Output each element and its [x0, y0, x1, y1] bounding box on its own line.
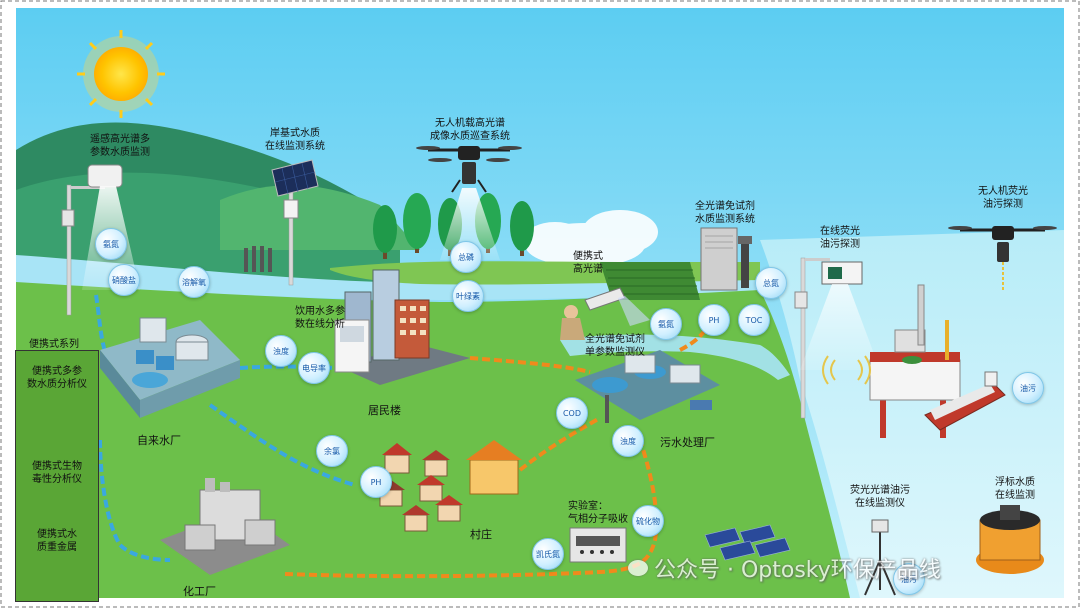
param-oil-coast-bubble: 油污	[893, 563, 925, 595]
full-spectrum-single-caption: 全光谱免试剂 单参数监测仪	[585, 334, 645, 358]
param-chlorophyll-bubble: 叶绿素	[452, 280, 484, 312]
chemical-plant	[160, 478, 290, 575]
sewage-plant-label: 污水处理厂	[660, 436, 715, 449]
param-oil-sea-bubble: 油污	[1012, 372, 1044, 404]
param-turbidity2-bubble: 浊度	[612, 425, 644, 457]
param-kjeldahl-bubble: 凯氏氮	[532, 538, 564, 570]
residential-label: 居民楼	[368, 404, 401, 417]
param-cod-bubble: COD	[556, 397, 588, 429]
coastal-monitoring-pole	[794, 257, 880, 419]
portable-toxicity-label: 便携式生物 毒性分析仪	[32, 461, 82, 485]
village-label: 村庄	[470, 528, 492, 541]
uav-hyperspectral-caption: 无人机载高光谱 成像水质巡查系统	[430, 118, 510, 142]
param-ph-village-bubble: PH	[360, 466, 392, 498]
solar-station	[244, 159, 319, 286]
param-sulfide-bubble: 硫化物	[632, 505, 664, 537]
lab-instrument	[569, 527, 627, 563]
crop-field	[600, 262, 700, 300]
param-ammonia-bubble: 氨氮	[95, 228, 127, 260]
waterworks-label: 自来水厂	[137, 434, 181, 447]
drinking-water-caption: 饮用水多参 数在线分析	[295, 306, 345, 330]
uav-hyperspectral	[416, 146, 522, 260]
uav-fluorescence-caption: 无人机荧光 油污探测	[978, 186, 1028, 210]
buoy-caption: 浮标水质 在线监测	[995, 477, 1035, 501]
param-turbidity-bubble: 浊度	[265, 335, 297, 367]
uav-fluorescence	[948, 226, 1057, 290]
full-spectrum-system-caption: 全光谱免试剂 水质监测系统	[695, 201, 755, 225]
param-total-nitrogen-bubble: 总氮	[755, 267, 787, 299]
param-conductivity-bubble: 电导率	[298, 352, 330, 384]
param-dissolved-oxygen-bubble: 溶解氧	[178, 266, 210, 298]
solar-farm	[704, 524, 791, 561]
oil-tanker	[924, 371, 1006, 431]
village-houses	[377, 440, 522, 532]
portable-series-label: 便携式系列	[29, 339, 79, 350]
sun	[77, 30, 165, 118]
fluorescence-oil-caption: 荧光光谱油污 在线监测仪	[850, 485, 910, 509]
param-ammonia2-bubble: 氨氮	[650, 308, 682, 340]
param-nitrate-bubble: 硝酸盐	[108, 264, 140, 296]
portable-hyperspectral-user	[560, 287, 650, 340]
portable-multiparameter-label: 便携式多参 数水质分析仪	[27, 366, 87, 390]
watermark-text: 公众号 · Optosky环保产品线	[654, 558, 941, 583]
residential-buildings	[334, 269, 470, 385]
remote-sensing-caption: 遥感高光谱多 参数水质监测	[90, 134, 150, 158]
waterworks-plant	[100, 317, 240, 418]
portable-series-panel	[15, 350, 99, 602]
wechat-icon	[628, 560, 648, 576]
param-toc-bubble: TOC	[738, 304, 770, 336]
param-chlorine-bubble: 余氯	[316, 435, 348, 467]
watermark: 公众号 · Optosky环保产品线	[628, 552, 941, 584]
portable-hyperspectral-caption: 便携式 高光谱	[573, 251, 603, 275]
oil-platform	[869, 284, 961, 438]
lab-gas-caption: 实验室： 气相分子吸收	[568, 501, 628, 525]
param-ph-top-bubble: PH	[698, 304, 730, 336]
param-total-phosphorus-bubble: 总磷	[450, 241, 482, 273]
sewage-treatment-plant	[575, 350, 720, 423]
online-fluorescence-caption: 在线荧光 油污探测	[820, 226, 860, 250]
shore-station-caption: 岸基式水质 在线监测系统	[265, 128, 325, 152]
monitoring-cabinet	[700, 227, 752, 291]
portable-heavy-metal-label: 便携式水 质重金属	[37, 529, 77, 553]
chemical-plant-label: 化工厂	[183, 585, 216, 598]
fluorescence-tripod	[864, 519, 896, 596]
buoy	[976, 505, 1044, 574]
